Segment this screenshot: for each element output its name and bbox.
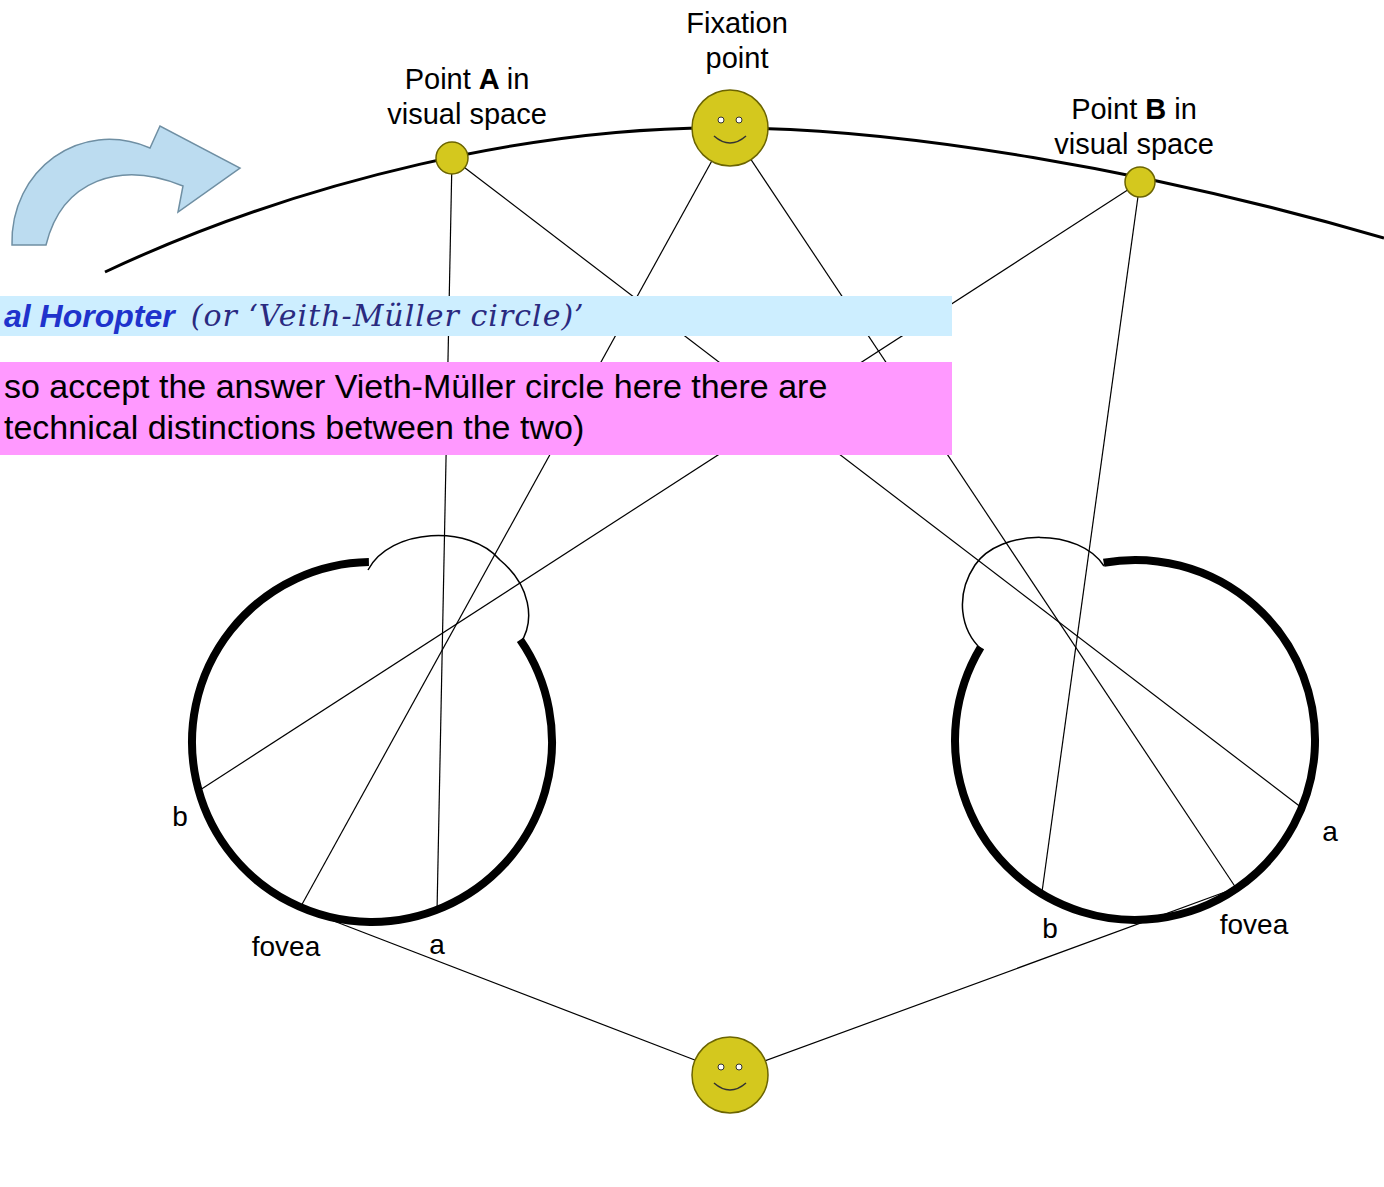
smiley-eye xyxy=(736,117,742,123)
retina-label: fovea xyxy=(1209,908,1299,942)
smiley-head xyxy=(692,90,768,166)
left-cornea xyxy=(368,536,529,644)
sight-line xyxy=(1042,182,1140,892)
label-word: b xyxy=(172,801,188,832)
label-word: a xyxy=(429,929,445,960)
label-word: B xyxy=(1145,93,1174,125)
label-word: b xyxy=(1042,913,1058,944)
note-text: so accept the answer Vieth-Müller circle… xyxy=(4,366,944,449)
point-label: Point B in visual space xyxy=(1034,92,1234,162)
label-word: a xyxy=(1322,816,1338,847)
sight-line xyxy=(452,158,1302,808)
smiley-eye xyxy=(736,1064,742,1070)
sight-line xyxy=(200,182,1140,790)
title-band: al Horopter (or ‘Veith-Müller circle)’ xyxy=(0,296,952,336)
label-word: visual xyxy=(387,98,469,130)
label-word: fovea xyxy=(1220,909,1289,940)
label-word: in xyxy=(1174,93,1197,125)
label-word: A xyxy=(479,63,507,95)
retina-label: fovea xyxy=(241,930,331,964)
label-word: Point xyxy=(405,63,479,95)
band-heading: al Horopter xyxy=(4,298,175,335)
label-word: space xyxy=(1136,128,1213,160)
sight-line xyxy=(300,128,730,908)
right-eye xyxy=(955,560,1315,920)
smiley-face xyxy=(692,90,768,166)
band-subheading: (or ‘Veith-Müller circle)’ xyxy=(191,299,585,334)
right-cornea xyxy=(962,537,1104,650)
curved-arrow xyxy=(12,126,240,245)
smiley-mouth xyxy=(714,1083,746,1090)
point-label: Point A in visual space xyxy=(367,62,567,132)
point-label: Fixation point xyxy=(662,6,812,76)
retina-label: a xyxy=(422,928,452,962)
smiley-mouth xyxy=(714,136,746,143)
label-word: Fixation xyxy=(686,7,788,39)
smiley-eye xyxy=(718,1064,724,1070)
label-word: fovea xyxy=(252,931,321,962)
point-b xyxy=(1125,167,1155,197)
point-a xyxy=(436,142,468,174)
sight-line xyxy=(730,128,1236,888)
left-eye xyxy=(192,562,552,922)
smiley-head xyxy=(692,1037,768,1113)
retina-label: b xyxy=(165,800,195,834)
retina-label: b xyxy=(1035,912,1065,946)
label-word: Point xyxy=(1071,93,1145,125)
note-band: so accept the answer Vieth-Müller circle… xyxy=(0,362,952,455)
smiley-face xyxy=(692,1037,768,1113)
label-word: in xyxy=(507,63,530,95)
label-word: space xyxy=(469,98,546,130)
retina-label: a xyxy=(1315,815,1345,849)
sight-line xyxy=(300,908,700,1062)
label-word: point xyxy=(706,42,769,74)
label-word: visual xyxy=(1054,128,1136,160)
smiley-eye xyxy=(718,117,724,123)
